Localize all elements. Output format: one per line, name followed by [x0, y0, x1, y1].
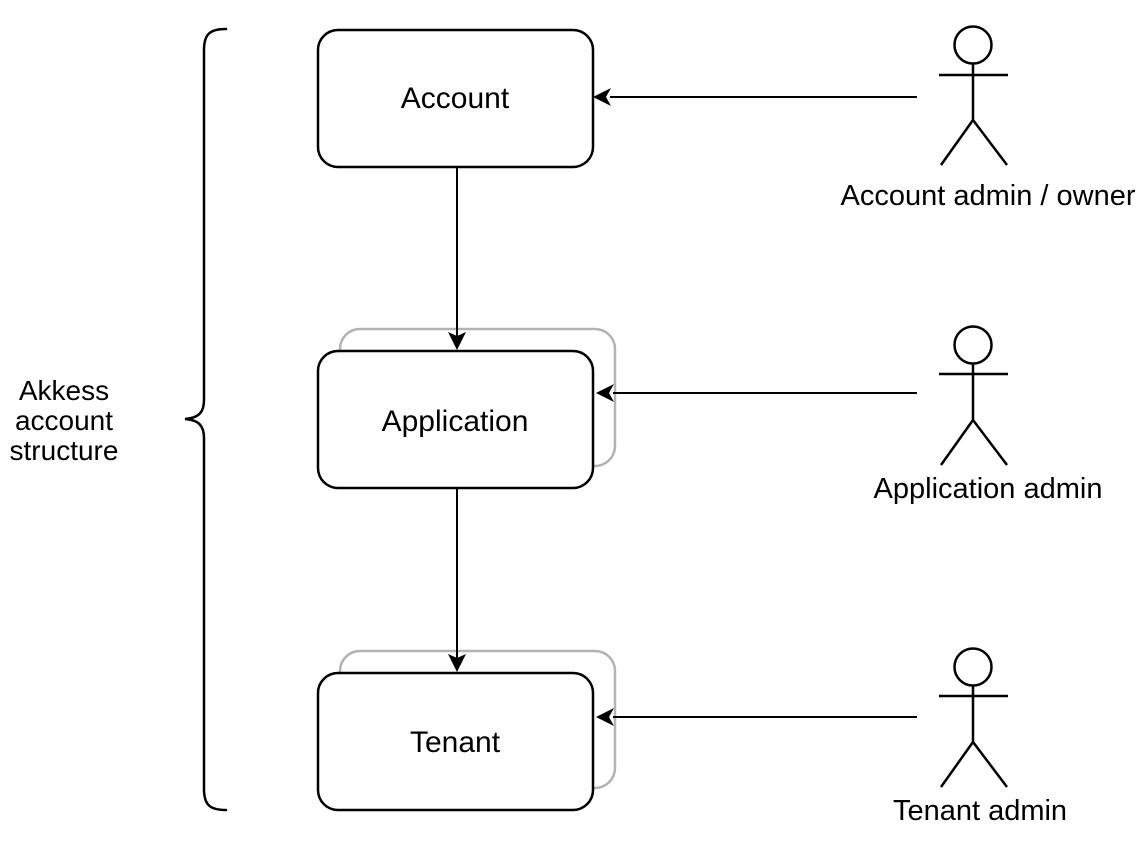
tenant-label: Tenant — [410, 726, 501, 759]
tenant-box — [316, 671, 595, 812]
edge-account-application — [448, 168, 466, 350]
actor-head-icon — [953, 647, 993, 687]
edge-tenant-admin-tenant — [596, 708, 917, 726]
actor-head-icon — [953, 25, 993, 65]
brace-label-line-2: account — [15, 405, 113, 436]
arrowhead-down-application — [448, 332, 466, 350]
arrowhead-left-tenant — [596, 708, 614, 726]
actor-application-admin: Application admin — [874, 325, 1103, 505]
actor-left-leg-icon — [939, 119, 975, 166]
actor-tenant-admin: Tenant admin — [893, 647, 1067, 827]
actor-right-leg-icon — [972, 419, 1008, 466]
node-tenant: Tenant — [316, 671, 595, 812]
edge-account-admin-account — [593, 88, 917, 106]
actor-left-leg-icon — [939, 419, 975, 466]
account-box — [316, 28, 595, 169]
actor-right-leg-icon — [972, 741, 1008, 788]
arrowhead-left-application — [596, 384, 614, 402]
actor-left-leg-icon — [939, 741, 975, 788]
brace-label-line-3: structure — [10, 435, 119, 466]
brace-label: Akkess account structure — [10, 375, 119, 466]
actor-head-icon — [953, 325, 993, 365]
arrowhead-down-tenant — [448, 654, 466, 672]
arrowhead-left-account — [593, 88, 611, 106]
node-application: Application — [316, 349, 595, 490]
actor-application-admin-label: Application admin — [874, 473, 1103, 505]
brace-bracket — [184, 27, 228, 812]
brace-label-line-1: Akkess — [19, 375, 109, 406]
edge-application-tenant — [448, 488, 466, 672]
actor-account-admin: Account admin / owner — [841, 25, 1136, 212]
actor-right-leg-icon — [972, 119, 1008, 166]
application-label: Application — [382, 405, 529, 438]
account-label: Account — [401, 82, 510, 115]
actor-tenant-admin-label: Tenant admin — [893, 795, 1067, 827]
actor-account-admin-label: Account admin / owner — [841, 180, 1136, 212]
application-box — [316, 349, 595, 490]
node-account: Account — [316, 28, 595, 169]
edge-application-admin-application — [596, 384, 917, 402]
